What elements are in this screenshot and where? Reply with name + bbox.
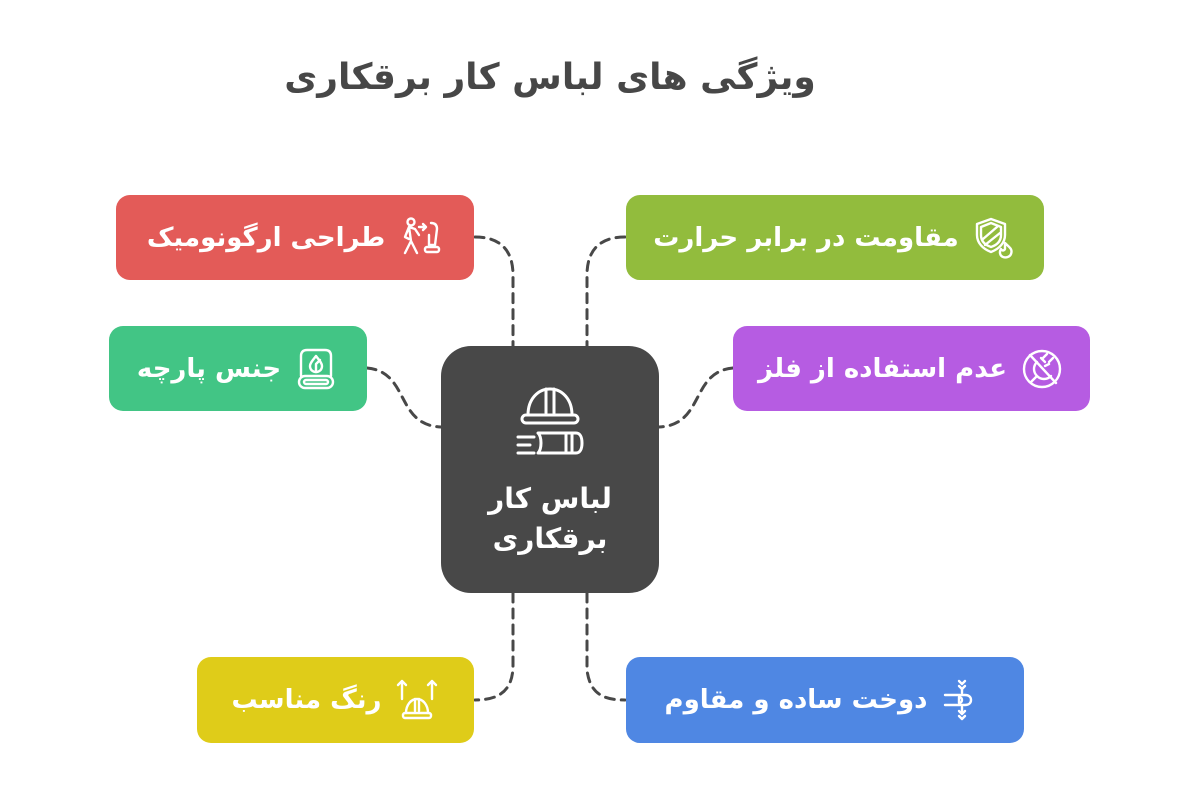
no-plug-icon — [1019, 346, 1065, 392]
node-label: طراحی ارگونومیک — [146, 222, 386, 253]
node-heat-resistance[interactable]: مقاومت در برابر حرارت — [626, 195, 1044, 280]
node-label: عدم استفاده از فلز — [758, 353, 1007, 384]
connector-heat-resistance — [585, 235, 627, 348]
node-label: رنگ مناسب — [231, 685, 382, 715]
node-label: جنس پارچه — [136, 353, 282, 384]
connector-no-metal — [657, 366, 735, 429]
shield-flame-icon — [971, 215, 1017, 261]
connector-ergonomic — [473, 235, 515, 348]
connector-color — [473, 591, 515, 702]
node-label: دوخت ساده و مقاوم — [664, 685, 928, 715]
diagram-title: ویژگی های لباس کار برقکاری — [284, 57, 816, 98]
fabric-roll-drop-icon — [293, 346, 339, 392]
stitch-tension-icon — [939, 677, 985, 723]
person-walking-to-seat-icon — [397, 215, 443, 261]
node-fabric[interactable]: جنس پارچه — [109, 326, 367, 411]
center-label: لباس کار برقکاری — [488, 481, 612, 555]
connector-fabric — [365, 366, 443, 429]
center-node[interactable]: لباس کار برقکاری — [441, 346, 659, 593]
node-no-metal[interactable]: عدم استفاده از فلز — [733, 326, 1090, 411]
node-color[interactable]: رنگ مناسب — [197, 657, 474, 743]
hardhat-arrows-up-icon — [394, 677, 440, 723]
hardhat-and-garment-icon — [510, 381, 590, 465]
node-ergonomic[interactable]: طراحی ارگونومیک — [116, 195, 474, 280]
connector-stitching — [585, 591, 627, 702]
node-stitching[interactable]: دوخت ساده و مقاوم — [626, 657, 1024, 743]
node-label: مقاومت در برابر حرارت — [653, 222, 959, 253]
